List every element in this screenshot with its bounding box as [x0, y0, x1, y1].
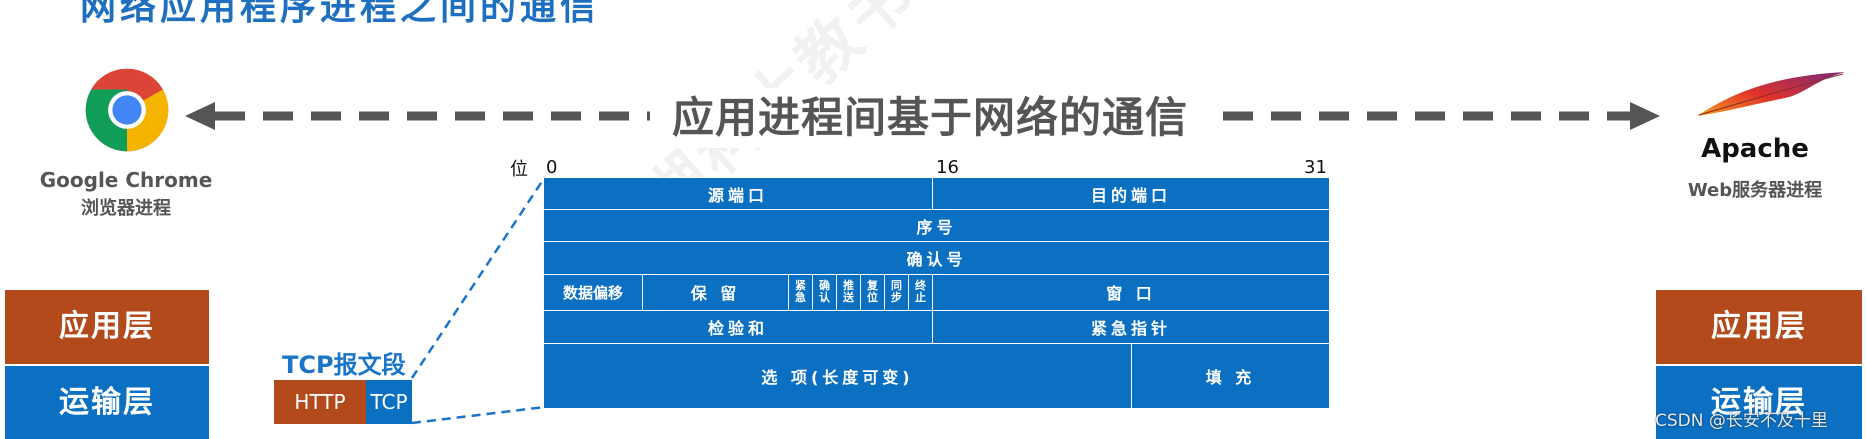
- segment-http-part: HTTP: [274, 380, 366, 424]
- left-application-layer: 应用层: [5, 290, 209, 364]
- field-source-port: 源端口: [542, 176, 934, 211]
- field-window: 窗 口: [932, 274, 1331, 311]
- bit-label: 位: [510, 159, 528, 180]
- left-host-name: Google Chrome: [39, 168, 213, 192]
- bit-mark-31: 31: [1304, 157, 1327, 178]
- field-data-offset: 数据偏移: [543, 274, 643, 311]
- flag-rst: 复位: [860, 274, 885, 311]
- field-options: 选 项(长度可变): [542, 342, 1133, 410]
- right-application-layer: 应用层: [1656, 290, 1862, 364]
- communication-arrow: [185, 102, 1660, 130]
- communication-label: 应用进程间基于网络的通信: [650, 88, 1210, 148]
- left-host-process: 浏览器进程: [81, 198, 171, 219]
- tcp-header-table: 源端口 目的端口 序号 确认号 数据偏移 保 留 紧急 确认 推送 复位 同步 …: [542, 176, 1331, 410]
- field-reserved: 保 留: [642, 274, 789, 311]
- right-host-process: Web服务器进程: [1687, 180, 1823, 201]
- flag-syn: 同步: [884, 274, 909, 311]
- left-transport-layer: 运输层: [5, 366, 209, 439]
- field-urgent-pointer: 紧急指针: [932, 309, 1331, 344]
- flag-ack: 确认: [812, 274, 837, 311]
- flag-fin: 终止: [907, 274, 934, 311]
- field-padding: 填 充: [1131, 342, 1331, 410]
- page-heading: 网络应用程序进程之间的通信: [80, 0, 601, 28]
- flag-urg: 紧急: [788, 274, 813, 311]
- field-dest-port: 目的端口: [932, 176, 1331, 211]
- flag-psh: 推送: [836, 274, 861, 311]
- apache-feather-icon: [1697, 72, 1845, 116]
- right-host-name: Apache: [1701, 134, 1809, 164]
- field-checksum: 检验和: [542, 309, 934, 344]
- chrome-logo-icon: [85, 68, 169, 152]
- tcp-segment-title: TCP报文段: [282, 351, 406, 379]
- bit-mark-0: 0: [546, 157, 558, 178]
- field-ack-number: 确认号: [542, 241, 1331, 276]
- right-transport-layer: 运输层: [1656, 366, 1862, 439]
- field-sequence-number: 序号: [542, 209, 1331, 243]
- source-credit: CSDN @长安不及十里: [1655, 411, 1828, 431]
- bit-mark-16: 16: [936, 157, 959, 178]
- segment-tcp-part: TCP: [366, 380, 412, 424]
